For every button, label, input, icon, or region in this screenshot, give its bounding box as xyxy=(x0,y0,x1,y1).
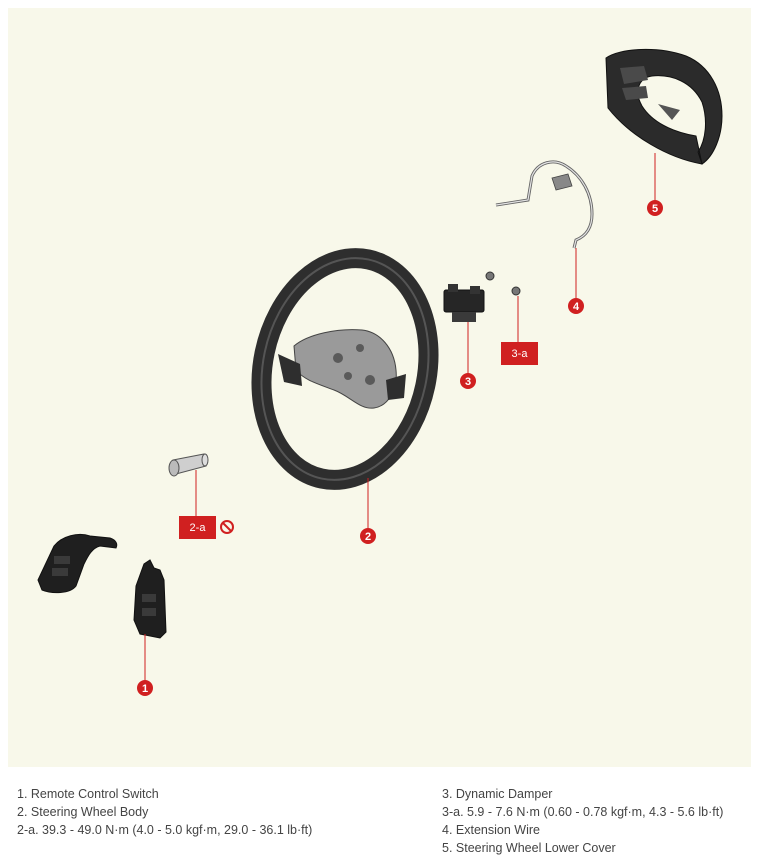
svg-text:5: 5 xyxy=(652,203,658,215)
damper-bolt-icon xyxy=(485,271,521,296)
callout-3: 3 xyxy=(460,373,476,389)
legend-item: 2. Steering Wheel Body xyxy=(17,805,149,819)
legend-item: 1. Remote Control Switch xyxy=(17,787,159,801)
wheel-bolt-part xyxy=(168,453,209,477)
extension-wire-part xyxy=(495,160,594,249)
legend-item: 2-a. 39.3 - 49.0 N·m (4.0 - 5.0 kgf·m, 2… xyxy=(17,823,313,837)
no-reuse-icon xyxy=(220,520,234,534)
svg-text:1: 1 xyxy=(142,683,148,695)
callout-4: 4 xyxy=(568,298,584,314)
exploded-view-diagram: 5 4 3 3-a xyxy=(8,8,751,767)
callout-1: 1 xyxy=(137,680,153,696)
remote-control-switch-part xyxy=(37,533,167,639)
svg-text:3: 3 xyxy=(465,376,471,388)
steering-wheel-lower-cover-part xyxy=(605,49,723,165)
svg-text:2: 2 xyxy=(365,531,371,543)
svg-text:4: 4 xyxy=(573,301,580,313)
legend-item: 5. Steering Wheel Lower Cover xyxy=(442,841,616,855)
callout-3a: 3-a xyxy=(501,342,538,365)
callout-5: 5 xyxy=(647,200,663,216)
legend-item: 3. Dynamic Damper xyxy=(442,787,553,801)
legend-right: 3. Dynamic Damper 3-a. 5.9 - 7.6 N·m (0.… xyxy=(442,785,723,857)
callout-2: 2 xyxy=(360,528,376,544)
callout-2a: 2-a xyxy=(179,516,216,539)
steering-wheel-body-part xyxy=(251,248,439,490)
legend-item: 3-a. 5.9 - 7.6 N·m (0.60 - 0.78 kgf·m, 4… xyxy=(442,805,724,819)
legend-item: 4. Extension Wire xyxy=(442,823,540,837)
legend-left: 1. Remote Control Switch 2. Steering Whe… xyxy=(17,785,312,839)
svg-text:3-a: 3-a xyxy=(512,348,529,360)
dynamic-damper-part xyxy=(443,284,485,322)
svg-text:2-a: 2-a xyxy=(190,522,207,534)
